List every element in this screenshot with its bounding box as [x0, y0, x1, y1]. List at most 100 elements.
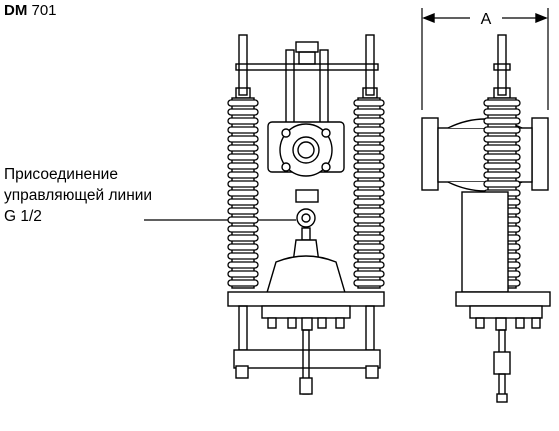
callout-line-2: управляющей линии [4, 187, 153, 204]
spring-coil [353, 144, 385, 152]
side-base-plate [455, 291, 551, 307]
spring-coil [353, 234, 385, 242]
spring-coil [227, 99, 259, 107]
side-view [421, 8, 551, 403]
lower-nut [295, 189, 319, 203]
spring-coil [227, 207, 259, 215]
model-title-number: 701 [31, 2, 57, 19]
control-line-port-inner [301, 213, 311, 223]
right-top-nut [362, 87, 378, 99]
right-tie-rod-top [365, 34, 375, 96]
spring-coil [483, 135, 521, 143]
stem-neck [301, 227, 311, 241]
bolt-a [267, 317, 277, 329]
side-rod-top [497, 34, 507, 96]
spring-coil [227, 117, 259, 125]
spring-coil [353, 243, 385, 251]
side-lower-nut [493, 351, 511, 375]
spring-coil [227, 171, 259, 179]
diaphragm-housing [265, 255, 347, 297]
side-flange-right [531, 117, 549, 191]
spring-coil [353, 162, 385, 170]
spring-coil [353, 171, 385, 179]
spring-coil [227, 279, 259, 287]
spring-coil [353, 225, 385, 233]
right-spring [353, 97, 385, 289]
spring-coil [227, 252, 259, 260]
spring-coil [227, 162, 259, 170]
spring-coil [353, 99, 385, 107]
spring-coil [227, 261, 259, 269]
flange-bolt-2 [321, 128, 331, 138]
spring-coil [353, 126, 385, 134]
spring-coil [353, 135, 385, 143]
bolt-b [287, 317, 297, 329]
spring-coil [483, 162, 521, 170]
spring-coil [483, 180, 521, 188]
spring-coil [483, 126, 521, 134]
right-lower-rod [365, 305, 375, 351]
spring-coil [483, 144, 521, 152]
left-top-nut [235, 87, 251, 99]
model-title-bold: DM [4, 2, 28, 19]
spring-coil [227, 135, 259, 143]
spring-coil [353, 117, 385, 125]
flange-bolt-1 [281, 128, 291, 138]
spring-coil [483, 171, 521, 179]
spring-coil [227, 270, 259, 278]
bottom-left-nut [235, 365, 249, 379]
dimension-a-label: A [481, 11, 492, 28]
dim-arrow-right [535, 12, 548, 24]
spring-coil [483, 99, 521, 107]
spring-coil [483, 153, 521, 161]
spring-coil [353, 279, 385, 287]
spring-coil [353, 108, 385, 116]
spring-coil [353, 252, 385, 260]
spring-coil [227, 153, 259, 161]
spring-coil [227, 126, 259, 134]
top-crossbar [235, 63, 379, 71]
callout-line-1: Присоединение [4, 166, 118, 183]
flange-bolt-4 [321, 162, 331, 172]
spring-coil [227, 144, 259, 152]
spring-coil [227, 198, 259, 206]
spring-coil [483, 108, 521, 116]
spring-coil [227, 243, 259, 251]
base-plate [227, 291, 385, 307]
left-spring [227, 97, 259, 289]
bolt-c [301, 317, 313, 331]
control-line-callout: Присоединение управляющей линии G 1/2 [4, 164, 152, 227]
screw-nut [299, 377, 313, 395]
bolt-d [317, 317, 327, 329]
spring-coil [353, 270, 385, 278]
spring-coil [353, 261, 385, 269]
left-tie-rod-top [238, 34, 248, 96]
stem-top-cap [295, 41, 319, 53]
side-flange-left [421, 117, 439, 191]
spring-coil [227, 216, 259, 224]
spring-coil [353, 180, 385, 188]
spring-coil [227, 180, 259, 188]
callout-line-3: G 1/2 [4, 208, 42, 225]
spring-coil [353, 198, 385, 206]
bottom-crossbar [233, 349, 381, 369]
spring-coil [483, 117, 521, 125]
spring-coil [353, 207, 385, 215]
spring-coil [227, 225, 259, 233]
spring-coil [227, 189, 259, 197]
spring-coil [353, 153, 385, 161]
stem-top-nut [298, 51, 316, 65]
lower-flange [261, 305, 351, 319]
spring-coil [227, 108, 259, 116]
spring-coil [227, 234, 259, 242]
flange-bolt-3 [281, 162, 291, 172]
dim-arrow-left [422, 12, 435, 24]
side-yoke [461, 191, 509, 293]
bolt-e [335, 317, 345, 329]
flange-bore-inner [297, 141, 315, 159]
left-lower-rod [238, 305, 248, 351]
model-title: DM 701 [4, 2, 57, 19]
front-view [144, 34, 385, 395]
bottom-right-nut [365, 365, 379, 379]
spring-coil [353, 216, 385, 224]
